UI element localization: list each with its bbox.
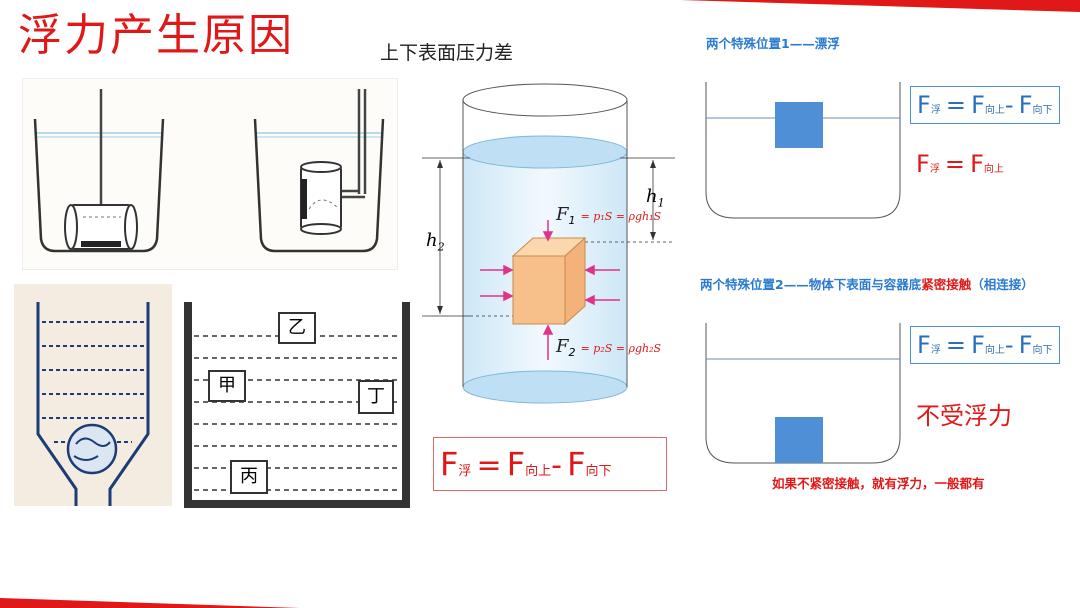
- bottom-red-strip: [0, 598, 300, 608]
- top-red-strip: [680, 0, 1080, 12]
- page-title: 浮力产生原因: [18, 10, 294, 61]
- block-jia: 甲: [208, 370, 246, 402]
- cylinder-pressure-diagram: h2 h1 F1 = p₁S = ρgh₁S F2 = p₂S = ρgh₂S: [410, 80, 690, 410]
- block-ding: 丁: [358, 380, 394, 414]
- main-buoyancy-formula: F浮 = F向上- F向下: [433, 437, 667, 491]
- block-jia-label: 甲: [218, 375, 236, 396]
- container-with-blocks-figure: 乙 甲 丁 丙: [184, 300, 410, 508]
- F1-label: F1 = p₁S = ρgh₁S: [556, 204, 662, 228]
- beaker-experiment-figure: [22, 78, 398, 270]
- F2-label: F2 = p₂S = ρgh₂S: [556, 336, 662, 360]
- block-yi-label: 乙: [288, 317, 306, 338]
- right-beaker: [253, 89, 385, 253]
- bottom-block: [775, 417, 823, 463]
- floating-container-figure: [705, 82, 901, 222]
- case2-title: 两个特殊位置2——物体下表面与容器底紧密接触（相连接）: [700, 277, 1034, 292]
- block-ding-label: 丁: [367, 386, 385, 407]
- block-yi: 乙: [278, 312, 316, 344]
- case1-title: 两个特殊位置1——漂浮: [706, 36, 840, 51]
- contact-container-figure: [705, 323, 901, 467]
- ball-in-funnel-figure: [14, 284, 172, 506]
- block-bing-label: 丙: [240, 466, 258, 487]
- case1-result-formula: F浮 = F向上: [916, 150, 1004, 178]
- block-bing: 丙: [230, 460, 268, 494]
- case2-formula-box: F浮 = F向上- F向下: [910, 326, 1060, 364]
- page-subtitle: 上下表面压力差: [380, 42, 514, 64]
- no-buoyancy-label: 不受浮力: [916, 402, 1012, 430]
- floating-block: [775, 102, 823, 148]
- case2-note: 如果不紧密接触，就有浮力，一般都有: [772, 476, 985, 491]
- h2-label: h2: [426, 230, 445, 254]
- left-beaker: [33, 89, 165, 253]
- case1-formula-box: F浮 = F向上- F向下: [910, 86, 1060, 124]
- h1-label: h1: [646, 186, 665, 210]
